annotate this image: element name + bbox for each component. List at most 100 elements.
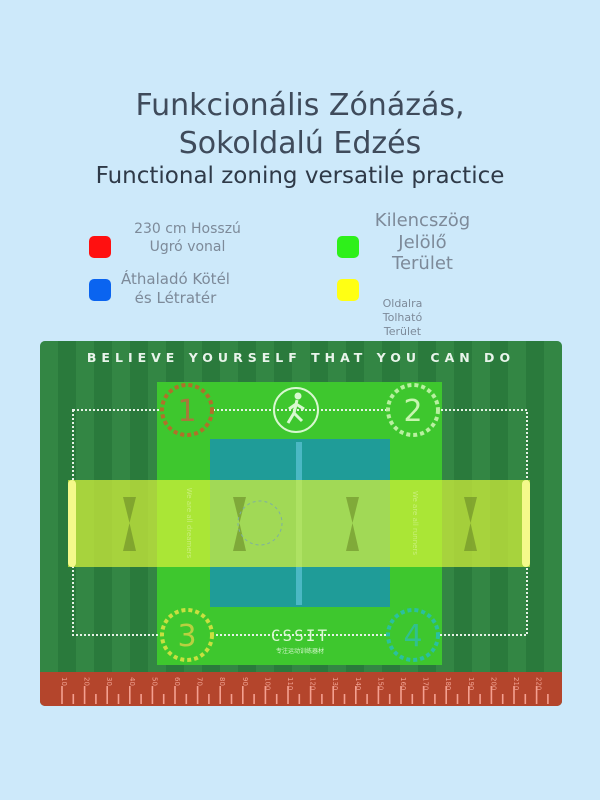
legend-label-green: Kilencszög Jelölő Terület xyxy=(360,210,485,275)
ruler-tick xyxy=(468,686,470,704)
line-text-right: We are all runners xyxy=(411,491,419,555)
ruler-label: 120 xyxy=(309,677,317,690)
ruler-tick xyxy=(287,686,289,704)
side-line-left xyxy=(68,480,76,567)
ruler-tick xyxy=(343,694,346,704)
ruler-label: 30 xyxy=(105,677,113,686)
legend-text: Áthaladó Kötél xyxy=(121,270,230,288)
ruler-tick xyxy=(490,686,493,704)
title-line-1: Funkcionális Zónázás, xyxy=(135,88,465,123)
ruler-tick xyxy=(535,686,538,704)
ruler-label: 90 xyxy=(241,677,249,686)
ruler-label: 180 xyxy=(444,677,452,690)
ruler-tick xyxy=(162,694,165,704)
ruler-tick xyxy=(513,686,515,704)
zone-marker-3: 3 xyxy=(160,608,214,662)
legend-label-blue: Áthaladó Kötél és Létratér xyxy=(113,270,238,308)
training-mat: BELIEVE YOURSELF THAT YOU CAN DO We are … xyxy=(40,341,562,706)
line-text-left: We are all dreamers xyxy=(185,488,193,559)
ruler-tick xyxy=(196,686,199,704)
ruler-tick xyxy=(501,694,504,704)
legend-swatch-yellow xyxy=(337,279,359,301)
ruler-label: 110 xyxy=(286,677,294,690)
ruler-tick xyxy=(434,694,436,704)
ruler-label: 160 xyxy=(399,677,407,690)
svg-text:4: 4 xyxy=(403,619,422,654)
zone-marker-4: 4 xyxy=(386,608,440,662)
ruler-tick xyxy=(377,686,380,704)
center-circle xyxy=(237,500,283,546)
ruler-tick xyxy=(524,694,527,704)
ruler-tick xyxy=(140,694,142,704)
ruler-tick xyxy=(219,686,221,704)
side-shift-band xyxy=(68,480,530,567)
ruler-tick xyxy=(388,694,391,704)
ruler-label: 210 xyxy=(512,677,520,690)
legend-text: Jelölő xyxy=(398,231,447,253)
mat-slogan: BELIEVE YOURSELF THAT YOU CAN DO xyxy=(87,350,515,365)
field-stripe xyxy=(40,341,58,672)
ruler-tick xyxy=(185,694,188,704)
ruler-tick xyxy=(298,694,301,704)
ruler-tick xyxy=(72,694,75,704)
legend-text: 230 cm Hosszú xyxy=(134,221,241,237)
ruler-tick xyxy=(309,686,312,704)
brand-subtitle: 专注运动训练器材 xyxy=(276,647,324,655)
side-line-right xyxy=(522,480,530,567)
legend-text: Kilencszög xyxy=(374,210,471,231)
ruler-label: 150 xyxy=(376,677,384,690)
ruler-label: 190 xyxy=(467,677,475,690)
legend-text: Oldalra xyxy=(382,297,423,310)
svg-text:1: 1 xyxy=(177,394,196,429)
title-line-2: Sokoldalú Edzés xyxy=(178,126,422,161)
ruler-tick xyxy=(321,694,323,704)
hourglass-marks xyxy=(123,497,477,551)
ruler-tick xyxy=(61,686,63,704)
runner-icon xyxy=(273,387,319,433)
ruler-tick xyxy=(95,694,97,704)
ruler-tick xyxy=(253,694,255,704)
ruler-tick xyxy=(264,686,267,704)
ruler-tick xyxy=(129,686,131,704)
ruler-label: 20 xyxy=(83,677,91,686)
ruler-tick xyxy=(275,694,278,704)
zone-marker-2: 2 xyxy=(386,383,440,437)
ruler-tick xyxy=(332,686,334,704)
ruler-tick xyxy=(355,686,357,704)
ruler-tick xyxy=(411,694,414,704)
ruler-label: 100 xyxy=(263,677,271,690)
ruler-tick xyxy=(479,694,481,704)
ruler-tick xyxy=(422,686,425,704)
field-stripe xyxy=(544,341,562,672)
ruler-tick xyxy=(366,694,368,704)
ruler-tick xyxy=(208,694,210,704)
ruler-tick xyxy=(456,694,459,704)
ruler-label: 80 xyxy=(218,677,226,686)
brand-logo: CSSIT xyxy=(271,626,329,645)
ruler-label: 40 xyxy=(128,677,136,686)
ruler-tick xyxy=(242,686,244,704)
ruler-tick xyxy=(83,686,86,704)
ruler-label: 170 xyxy=(422,677,430,690)
ruler-label: 70 xyxy=(196,677,204,686)
ruler-tick xyxy=(117,694,120,704)
svg-text:3: 3 xyxy=(177,619,196,654)
legend-text: Terület xyxy=(383,324,422,338)
legend-label-red: 230 cm Hosszú Ugró vonal xyxy=(120,221,255,256)
subtitle: Functional zoning versatile practice xyxy=(95,163,505,189)
ruler-label: 220 xyxy=(535,677,543,690)
legend-swatch-blue xyxy=(89,279,111,301)
legend-text: Ugró vonal xyxy=(149,238,226,255)
ruler-tick xyxy=(547,694,549,704)
ruler-label: 50 xyxy=(150,677,158,686)
ruler-tick xyxy=(106,686,108,704)
ruler-tick xyxy=(400,686,402,704)
zone-marker-1: 1 xyxy=(160,383,214,437)
ruler-tick xyxy=(230,694,233,704)
ruler-tick xyxy=(151,686,154,704)
ruler-label: 10 xyxy=(60,677,68,686)
ruler-label: 130 xyxy=(331,677,339,690)
legend-swatch-red xyxy=(89,236,111,258)
legend-swatch-green xyxy=(337,236,359,258)
legend-label-yellow: Oldalra Tolható Terület xyxy=(370,297,435,338)
